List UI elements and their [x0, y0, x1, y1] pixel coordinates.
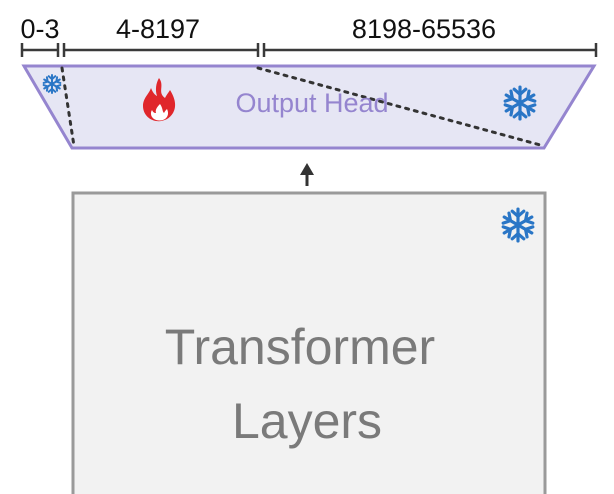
snowflake-icon — [501, 207, 535, 243]
output-head-label: Output Head — [235, 88, 388, 118]
output-head-block — [21, 64, 597, 150]
range-label-0-3: 0-3 — [20, 14, 59, 44]
snowflake-icon — [503, 85, 537, 121]
transformer-block — [71, 191, 547, 494]
token-range-brackets — [20, 43, 598, 57]
snowflake-icon — [42, 73, 62, 95]
range-label-4-8197: 4-8197 — [116, 14, 200, 44]
partition-divider — [256, 66, 546, 148]
partition-divider — [60, 66, 76, 148]
transformer-label-line1: Transformer — [165, 319, 435, 375]
arrow-up-icon — [300, 163, 314, 186]
range-label-8198-65536: 8198-65536 — [352, 14, 496, 44]
flame-icon — [143, 78, 176, 122]
transformer-label-line2: Layers — [232, 393, 382, 449]
